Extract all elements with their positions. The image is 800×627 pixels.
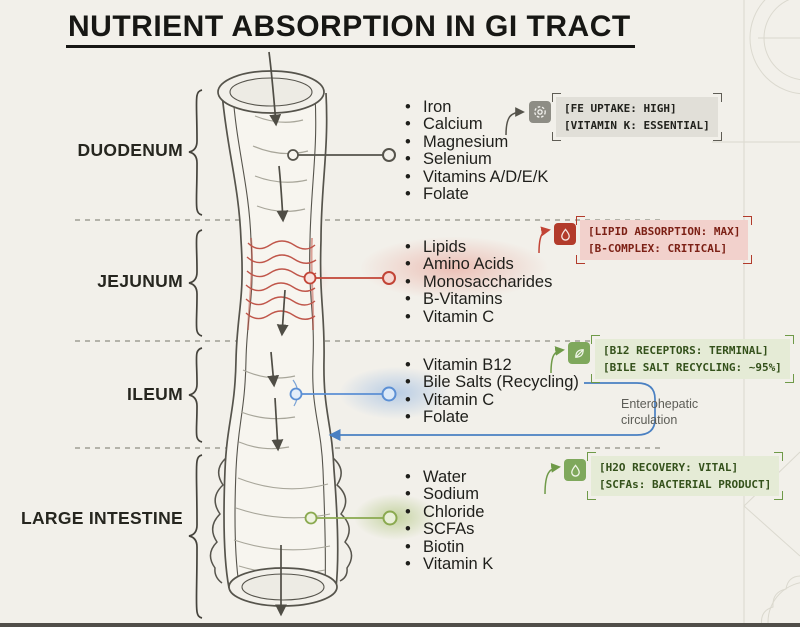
nutrient-item: Selenium [397, 150, 548, 169]
section-braces [188, 89, 203, 619]
nutrient-item: Lipids [397, 238, 552, 257]
leader-connectors [287, 148, 398, 526]
large-intestine-nutrient-list: Water Sodium Chloride SCFAs Biotin Vitam… [397, 468, 493, 574]
tag-line: [B-COMPLEX: CRITICAL] [588, 242, 728, 255]
nutrient-item: B-Vitamins [397, 290, 552, 309]
enterohepatic-label: Enterohepatic circulation [621, 397, 699, 427]
nutrient-item: Folate [397, 408, 579, 427]
tag-line: [LIPID ABSORPTION: MAX] [588, 225, 741, 238]
intestine-tube [209, 51, 353, 617]
nutrient-item: Water [397, 468, 493, 487]
nutrient-item: Vitamin C [397, 308, 552, 327]
lipid-droplet-icon [554, 223, 576, 245]
nutrient-item: Vitamin C [397, 391, 579, 410]
info-tag-ileum: [B12 RECEPTORS: TERMINAL] [BILE SALT REC… [591, 335, 794, 383]
nutrient-item: Calcium [397, 115, 548, 134]
label-jejunum: JEJUNUM [97, 271, 183, 291]
label-ileum: ILEUM [127, 384, 183, 404]
duodenum-nutrient-list: Iron Calcium Magnesium Selenium Vitamins… [397, 98, 548, 204]
tag-line: [B12 RECEPTORS: TERMINAL] [603, 344, 769, 357]
haustra [209, 457, 353, 584]
nutrient-item: Vitamins A/D/E/K [397, 168, 548, 187]
tag-line: [VITAMIN K: ESSENTIAL] [564, 119, 710, 132]
jejunum-nutrient-list: Lipids Amino Acids Monosaccharides B-Vit… [397, 238, 552, 327]
enterohepatic-loop [328, 382, 656, 441]
page-title: NUTRIENT ABSORPTION IN GI TRACT [66, 10, 635, 48]
bottom-edge-bar [0, 623, 800, 627]
mineral-icon [529, 101, 551, 123]
section-dividers [75, 219, 663, 449]
flow-arrows [267, 51, 289, 617]
nutrient-item: Sodium [397, 485, 493, 504]
nutrient-item: SCFAs [397, 520, 493, 539]
nutrient-item: Chloride [397, 503, 493, 522]
info-tag-large-intestine: [H2O RECOVERY: VITAL] [SCFAs: BACTERIAL … [587, 452, 784, 500]
nutrient-item: Biotin [397, 538, 493, 557]
tag-line: [H2O RECOVERY: VITAL] [599, 461, 739, 474]
label-large-intestine: LARGE INTESTINE [20, 508, 183, 528]
info-tag-duodenum: [FE UPTAKE: HIGH] [VITAMIN K: ESSENTIAL] [552, 93, 722, 141]
nutrient-item: Amino Acids [397, 255, 552, 274]
leaf-icon [568, 342, 590, 364]
nutrient-item: Vitamin K [397, 555, 493, 574]
nutrient-item: Iron [397, 98, 548, 117]
nutrient-item: Vitamin B12 [397, 356, 579, 375]
nutrient-item: Magnesium [397, 133, 548, 152]
label-duodenum: DUODENUM [77, 140, 183, 160]
tag-line: [FE UPTAKE: HIGH] [564, 102, 677, 115]
nutrient-item: Folate [397, 185, 548, 204]
info-tag-jejunum: [LIPID ABSORPTION: MAX] [B-COMPLEX: CRIT… [576, 216, 753, 264]
ileum-nutrient-list: Vitamin B12 Bile Salts (Recycling) Vitam… [397, 356, 579, 427]
tag-line: [BILE SALT RECYCLING: ~95%] [603, 361, 782, 374]
water-droplet-icon [564, 459, 586, 481]
nutrient-item: Monosaccharides [397, 273, 552, 292]
blueprint-decor [712, 0, 800, 627]
tag-line: [SCFAs: BACTERIAL PRODUCT] [599, 478, 772, 491]
nutrient-item: Bile Salts (Recycling) [397, 373, 579, 392]
jejunum-folds [245, 237, 317, 331]
